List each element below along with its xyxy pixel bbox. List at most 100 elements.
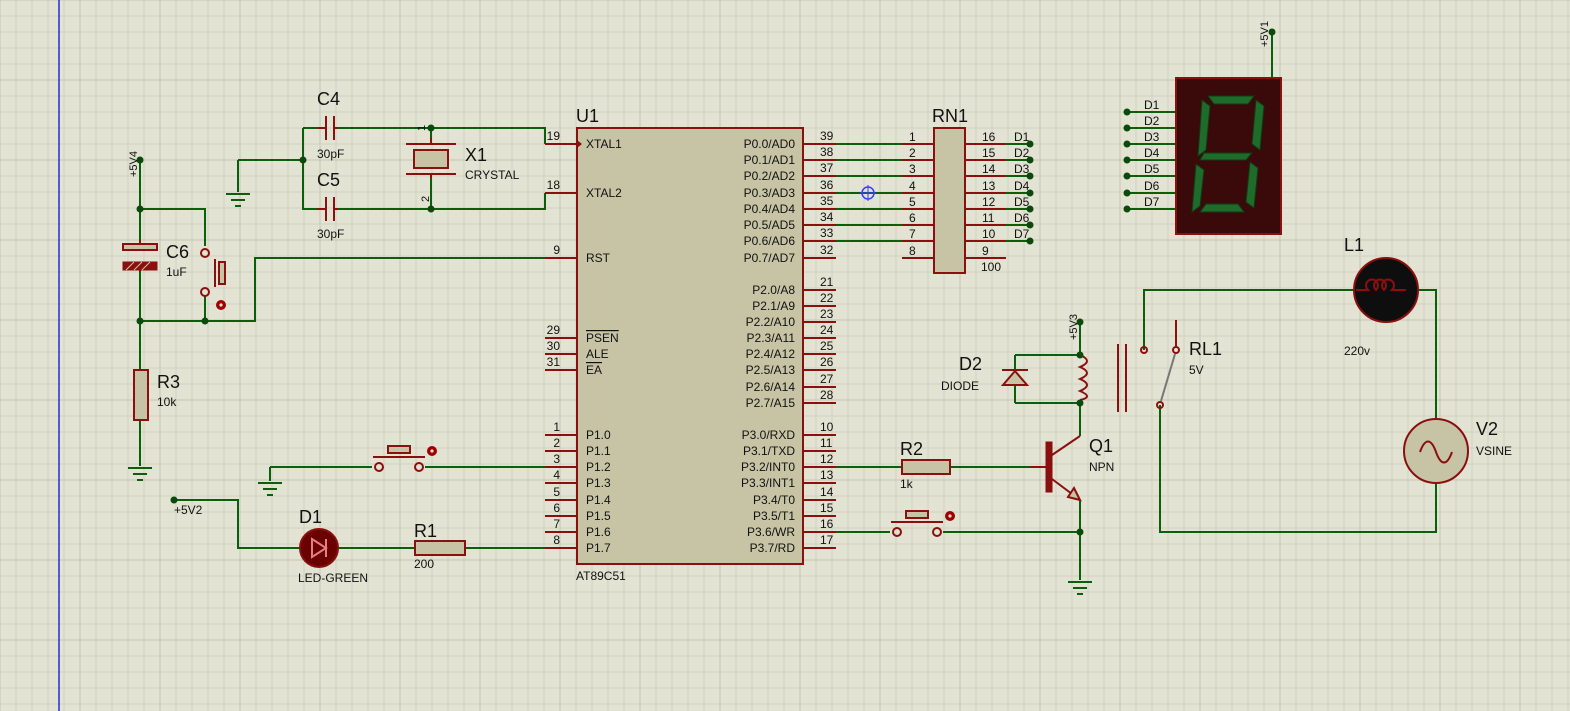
r3-value: 10k [157,395,177,409]
pin-number: 38 [820,145,834,159]
rn1-pin-number: 3 [909,162,916,176]
junction-dot [136,205,144,213]
pin-number: 9 [553,243,560,257]
rn1-pin-number: 11 [982,211,995,225]
v2-ref: V2 [1476,419,1498,439]
junction-dot [1123,205,1131,213]
c4-value: 30pF [317,147,344,161]
power-label: +5V4 [128,151,140,177]
u1-microcontroller[interactable]: U1 AT89C51 XTAL1 XTAL2 RST PSEN ALE EA 1… [545,106,836,583]
d2-ref: D2 [959,354,982,374]
junction-dot [1026,140,1034,148]
rn1-value: 100 [981,260,1001,274]
pin-number: 6 [553,501,560,515]
pin-number: 14 [820,485,834,499]
power-terminal-5v1[interactable]: +5V1 [1259,21,1276,47]
power-terminal-5v4[interactable]: +5V4 [128,151,144,177]
rn1-pin-number: 14 [982,162,996,176]
p12-pushbutton[interactable] [373,445,437,472]
c5-ref: C5 [317,170,340,190]
l1-lamp[interactable]: L1 220v [1344,235,1419,358]
junction-dot [1123,172,1131,180]
rl1-ref: RL1 [1189,339,1222,359]
pin-number: 13 [820,468,834,482]
junction-dot [427,124,435,132]
pin-label: P1.4 [586,493,611,507]
pin-number: 18 [547,178,561,192]
l1-ref: L1 [1344,235,1364,255]
power-terminal-5v2[interactable]: +5V2 [170,496,203,518]
pin-number: 24 [820,323,834,337]
v2-ac-source[interactable]: V2 VSINE [1403,418,1512,484]
pin-number: 34 [820,210,834,224]
pin-label: P2.4/A12 [746,347,796,361]
pin-number: 32 [820,243,834,257]
pin-label: P2.5/A13 [746,363,796,377]
cursor-crosshair-icon [860,185,876,201]
r2-resistor[interactable]: R2 1k [900,439,951,491]
d2-diode[interactable]: D2 DIODE [941,354,1030,393]
power-label: +5V1 [1259,21,1271,47]
c5-value: 30pF [317,227,344,241]
pin-label: P1.3 [586,476,611,490]
pin-label: P1.0 [586,428,611,442]
pin-number: 12 [820,452,834,466]
rn1-pin-number: 12 [982,195,996,209]
pin-label: P3.4/T0 [753,493,795,507]
pin-label: P2.7/A15 [746,396,796,410]
c6-capacitor[interactable]: C6 1uF [122,240,189,279]
c5-capacitor[interactable]: C5 30pF [317,170,344,241]
pin-label: P2.0/A8 [752,283,795,297]
net-label: D3 [1144,130,1160,144]
pin-number: 19 [547,129,561,143]
pin-number: 29 [547,323,561,337]
r3-ref: R3 [157,372,180,392]
rn1-pin-number: 8 [909,244,916,258]
pin-number: 30 [547,339,561,353]
r2-value: 1k [900,477,914,491]
pin-number: 16 [820,517,834,531]
junction-dot [1026,189,1034,197]
pin-xtal1-label: XTAL1 [586,137,622,151]
pin-psen-label: PSEN [586,331,619,345]
c4-capacitor[interactable]: C4 30pF [317,89,344,161]
rn1-pin-number: 5 [909,195,916,209]
d1-led[interactable]: D1 LED-GREEN [298,507,368,585]
net-label: D6 [1144,179,1160,193]
r1-resistor[interactable]: R1 200 [414,521,466,571]
pin-label: P0.5/AD5 [744,218,796,232]
r1-ref: R1 [414,521,437,541]
r3-resistor[interactable]: R3 10k [133,369,180,421]
pin-xtal2-label: XTAL2 [586,186,622,200]
q1-ref: Q1 [1089,436,1113,456]
d1-ref: D1 [299,507,322,527]
net-label: D6 [1014,211,1030,225]
ground-symbol [128,467,152,481]
reset-pushbutton[interactable] [200,248,226,310]
pin-label: P1.5 [586,509,611,523]
q1-value: NPN [1089,460,1114,474]
pin-number: 35 [820,194,834,208]
sine-wave-icon [1419,440,1453,464]
net-label: D3 [1014,162,1030,176]
pin-number: 8 [553,533,560,547]
digit-segments [1191,95,1265,214]
pin-label: P1.7 [586,541,611,555]
junction-dot [201,317,209,325]
pin-ea-label: EA [586,363,602,377]
x1-crystal[interactable]: 1 2 X1 CRYSTAL [406,125,520,202]
power-terminal-5v3[interactable]: +5V3 [1068,314,1084,340]
p36-pushbutton[interactable] [891,510,955,537]
c6-value: 1uF [166,265,187,279]
pin-number: 25 [820,339,834,353]
pin-number: 11 [820,436,833,450]
pin-label: P3.1/TXD [743,444,795,458]
pin-number: 27 [820,372,834,386]
q1-transistor[interactable]: Q1 NPN [1030,435,1114,502]
rl1-relay[interactable]: RL1 5V [1077,320,1222,412]
pin-number: 1 [553,420,560,434]
pin-label: P0.0/AD0 [744,137,796,151]
